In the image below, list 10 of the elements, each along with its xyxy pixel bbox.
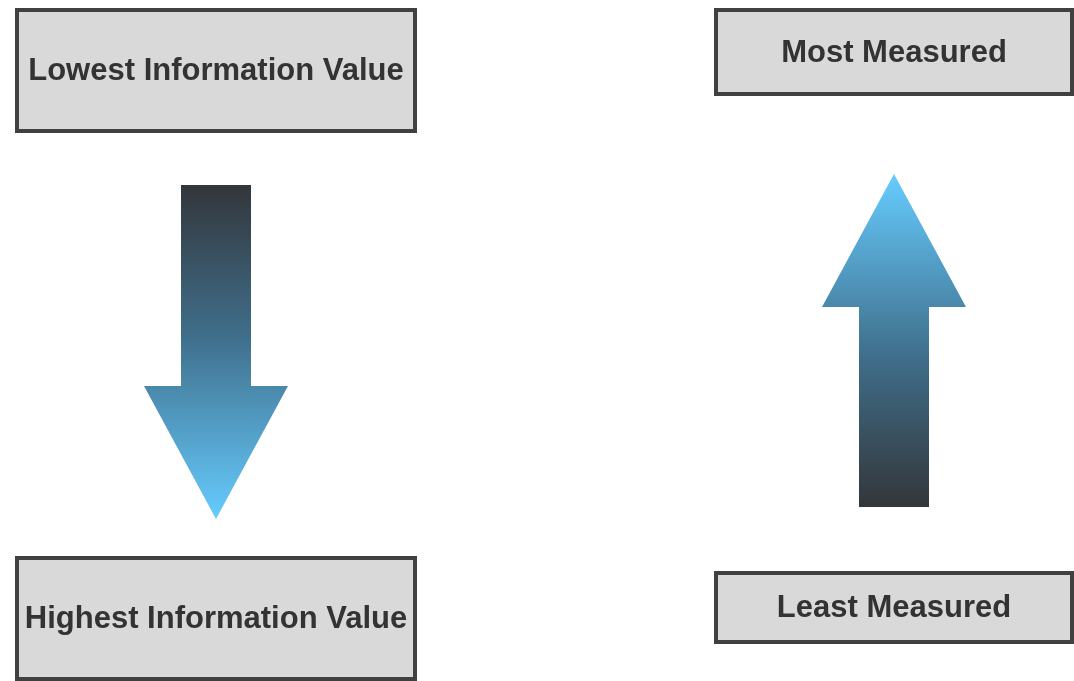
box-label: Lowest Information Value: [28, 51, 404, 90]
label-box: [714, 571, 1074, 644]
box-label: Least Measured: [776, 588, 1012, 627]
block-arrow: [144, 185, 288, 519]
block-arrow: [822, 174, 966, 507]
label-box: [15, 556, 417, 681]
label-box: [714, 8, 1074, 96]
label-box: [15, 8, 417, 133]
box-label: Highest Information Value: [24, 599, 408, 638]
box-label: Most Measured: [781, 32, 1007, 71]
